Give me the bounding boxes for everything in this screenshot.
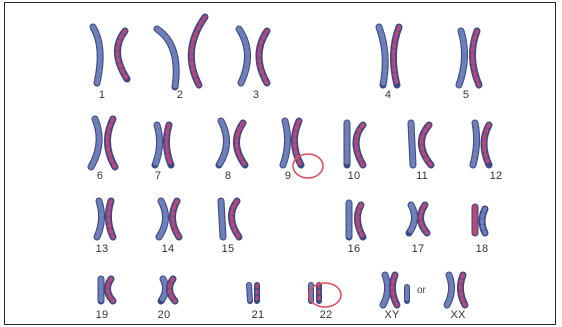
chromosome-13-label: 13 (87, 243, 117, 255)
chromosome-1-label: 1 (87, 89, 117, 101)
chromosome-17 (403, 201, 431, 237)
chromosome-5-label: 5 (451, 89, 481, 101)
chromosome-14-label: 14 (153, 243, 183, 255)
chromosome-4-label: 4 (373, 89, 403, 101)
chromosome-7-label: 7 (143, 170, 173, 182)
chromosome-15-label: 15 (213, 243, 243, 255)
chromosome-8-label: 8 (213, 170, 243, 182)
chromosome-6 (85, 115, 121, 171)
chromosome-17-label: 17 (403, 243, 433, 255)
chromosome-16 (341, 199, 367, 241)
chromosome-13 (91, 197, 119, 241)
chromosome-3 (231, 25, 275, 87)
chromosome-15 (213, 197, 243, 241)
chromosome-3-label: 3 (241, 89, 271, 101)
chromosome-9-label: 9 (273, 170, 303, 182)
chromosome-19 (93, 275, 117, 305)
chromosome-y (401, 283, 413, 305)
chromosome-11 (401, 119, 435, 169)
chromosome-2 (151, 13, 211, 93)
chromosome-10 (339, 119, 369, 169)
chromosome-18-label: 18 (467, 243, 497, 255)
chromosome-22-label: 22 (311, 309, 341, 321)
chromosome-x (377, 271, 401, 309)
chromosome-2-label: 2 (165, 89, 195, 101)
chromosome-xx-label: XX (443, 309, 473, 321)
chromosome-19-label: 19 (87, 309, 117, 321)
chromosome-20-label: 20 (149, 309, 179, 321)
chromosome-21 (243, 281, 263, 305)
chromosome-18 (467, 203, 491, 237)
chromosome-11-label: 11 (407, 170, 437, 182)
chromosome-5 (451, 27, 485, 89)
chromosome-12 (465, 119, 495, 169)
chromosome-10-label: 10 (339, 170, 369, 182)
chromosome-xy-label: XY (377, 309, 407, 321)
chromosome-1 (83, 21, 133, 89)
chromosome-16-label: 16 (339, 243, 369, 255)
karyotype-frame: 1 2 3 4 5 (4, 2, 556, 325)
chromosome-6-label: 6 (85, 170, 115, 182)
chromosome-7 (149, 121, 177, 169)
chromosome-4 (371, 23, 407, 89)
chromosome-21-label: 21 (243, 309, 273, 321)
chromosome-xx (441, 271, 471, 309)
or-label: or (417, 285, 426, 296)
chromosome-8 (211, 117, 251, 169)
chromosome-20 (155, 275, 179, 305)
chromosome-22-highlight-circle (307, 281, 343, 309)
chromosome-14 (153, 197, 185, 241)
chromosome-12-label: 12 (481, 170, 511, 182)
